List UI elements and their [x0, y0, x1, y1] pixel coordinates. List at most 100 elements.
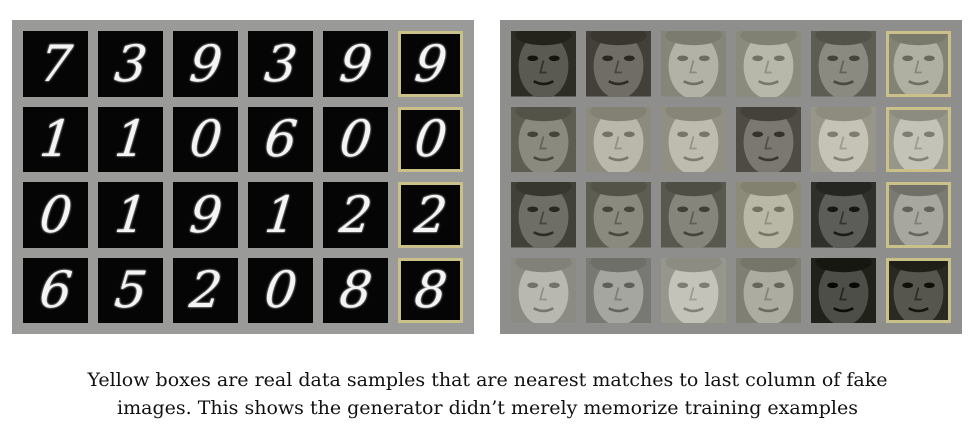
- digit-glyph: 6: [36, 261, 75, 320]
- left-eye: [677, 206, 689, 213]
- generated-digit-sample: 7: [23, 31, 88, 97]
- right-eye: [623, 206, 635, 213]
- face-image: [586, 106, 651, 172]
- face-hair: [665, 106, 722, 121]
- face-image: [586, 182, 651, 248]
- right-eye: [698, 206, 710, 213]
- left-eye: [752, 281, 764, 288]
- right-eye: [548, 130, 560, 137]
- face-skin: [818, 184, 869, 248]
- face-skin: [668, 108, 719, 172]
- face-mouth: [608, 155, 629, 161]
- right-eye: [923, 55, 935, 62]
- face-image: [811, 31, 876, 97]
- generated-digit-sample: 1: [248, 182, 313, 248]
- face-mouth: [908, 80, 929, 86]
- digit-glyph: 0: [336, 110, 375, 169]
- face-skin: [668, 259, 719, 323]
- face-image: [586, 257, 651, 323]
- face-image: [811, 106, 876, 172]
- digit-glyph: 0: [186, 110, 225, 169]
- generated-face-sample: [736, 257, 801, 323]
- face-hair: [815, 106, 872, 121]
- generated-face-sample: [661, 182, 726, 248]
- generated-face-sample: [586, 106, 651, 172]
- face-nose: [689, 286, 697, 300]
- face-image: [811, 257, 876, 323]
- digit-glyph: 1: [261, 185, 300, 244]
- face-skin: [893, 108, 944, 172]
- face-image: [511, 106, 576, 172]
- generated-face-sample: [511, 31, 576, 97]
- digit-glyph: 0: [36, 185, 75, 244]
- real-face-sample: [886, 106, 951, 172]
- face-nose: [764, 60, 772, 74]
- face-image: [661, 31, 726, 97]
- face-hair: [665, 31, 722, 46]
- right-eye: [623, 55, 635, 62]
- face-hair: [890, 182, 947, 197]
- face-mouth: [683, 155, 704, 161]
- left-eye: [827, 206, 839, 213]
- face-skin: [593, 259, 644, 323]
- generated-face-sample: [811, 31, 876, 97]
- generated-digit-sample: 2: [323, 182, 388, 248]
- face-image: [661, 257, 726, 323]
- generated-face-sample: [811, 106, 876, 172]
- generated-face-sample: [586, 182, 651, 248]
- real-face-sample: [886, 31, 951, 97]
- left-eye: [752, 55, 764, 62]
- face-skin: [743, 184, 794, 248]
- face-image: [661, 106, 726, 172]
- face-image: [736, 106, 801, 172]
- left-eye: [677, 130, 689, 137]
- generated-digit-sample: 9: [173, 31, 238, 97]
- face-mouth: [833, 80, 854, 86]
- face-skin: [818, 108, 869, 172]
- face-image: [511, 257, 576, 323]
- generated-face-sample: [511, 257, 576, 323]
- generated-digit-sample: 6: [248, 106, 313, 172]
- right-eye: [923, 130, 935, 137]
- left-eye: [527, 281, 539, 288]
- left-eye: [902, 130, 914, 137]
- left-eye: [677, 281, 689, 288]
- face-hair: [590, 31, 647, 46]
- face-hair: [740, 182, 797, 197]
- face-skin: [818, 33, 869, 97]
- digit-glyph: 0: [411, 110, 450, 169]
- real-digit-sample: 9: [398, 31, 463, 97]
- generated-digit-sample: 2: [173, 257, 238, 323]
- digit-glyph: 5: [111, 261, 150, 320]
- generated-face-sample: [736, 31, 801, 97]
- digit-glyph: 9: [186, 185, 225, 244]
- face-nose: [539, 211, 547, 225]
- left-eye: [902, 55, 914, 62]
- digit-glyph: 1: [36, 110, 75, 169]
- generated-face-sample: [811, 182, 876, 248]
- face-hair: [665, 257, 722, 272]
- generated-digit-sample: 0: [173, 106, 238, 172]
- face-nose: [614, 60, 622, 74]
- digit-glyph: 2: [186, 261, 225, 320]
- face-hair: [740, 31, 797, 46]
- generated-digit-sample: 3: [98, 31, 163, 97]
- face-nose: [914, 286, 922, 300]
- face-nose: [839, 286, 847, 300]
- face-image: [886, 31, 951, 97]
- face-nose: [914, 211, 922, 225]
- face-mouth: [908, 306, 929, 312]
- left-eye: [902, 281, 914, 288]
- face-nose: [614, 211, 622, 225]
- caption-line-2: images. This shows the generator didn’t …: [117, 397, 858, 419]
- face-image: [886, 257, 951, 323]
- generated-digit-sample: 9: [173, 182, 238, 248]
- face-skin: [893, 33, 944, 97]
- face-hair: [515, 106, 572, 121]
- right-eye: [848, 281, 860, 288]
- right-eye: [773, 55, 785, 62]
- face-nose: [839, 211, 847, 225]
- generated-digit-sample: 0: [23, 182, 88, 248]
- real-digit-sample: 2: [398, 182, 463, 248]
